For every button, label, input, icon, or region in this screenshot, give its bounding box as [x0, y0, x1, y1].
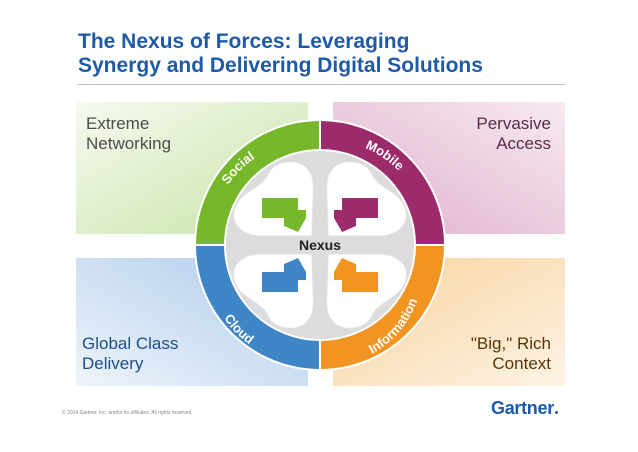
label-pervasive-access-line-1: Pervasive [476, 114, 551, 133]
label-extreme-networking: Extreme Networking [86, 114, 171, 154]
copyright-notice: © 2014 Gartner, Inc. and/or its affiliat… [62, 410, 193, 416]
label-extreme-networking-line-2: Networking [86, 134, 172, 153]
arrow-from-information [334, 258, 378, 292]
gartner-logo: Gartner [491, 398, 558, 419]
arrow-from-mobile [334, 198, 378, 232]
forces-ring [193, 118, 447, 372]
arrow-from-social [262, 198, 306, 232]
ring-segment-cloud [193, 244, 321, 372]
center-label-nexus: Nexus [299, 237, 341, 253]
label-big-rich-context-line-2: Context [492, 354, 551, 373]
label-pervasive-access-line-2: Access [496, 134, 551, 153]
label-big-rich-context-line-1: "Big," Rich [470, 334, 551, 353]
title-divider [78, 84, 566, 85]
nexus-arrows [262, 198, 378, 292]
label-big-rich-context: "Big," Rich Context [471, 334, 551, 374]
label-pervasive-access: Pervasive Access [476, 114, 551, 154]
label-extreme-networking-line-1: Extreme [86, 114, 150, 133]
arrow-from-cloud [262, 258, 306, 292]
label-global-class-delivery-line-1: Global Class [82, 334, 179, 353]
slide-title: The Nexus of Forces: Leveraging Synergy … [78, 30, 598, 78]
gartner-logo-dot [554, 411, 558, 414]
slide-title-line-2: Synergy and Delivering Digital Solutions [78, 54, 483, 77]
label-global-class-delivery-line-2: Delivery [82, 354, 144, 373]
label-global-class-delivery: Global Class Delivery [82, 334, 178, 374]
gartner-logo-text: Gartner [491, 398, 554, 418]
slide-title-line-1: The Nexus of Forces: Leveraging [78, 30, 410, 53]
